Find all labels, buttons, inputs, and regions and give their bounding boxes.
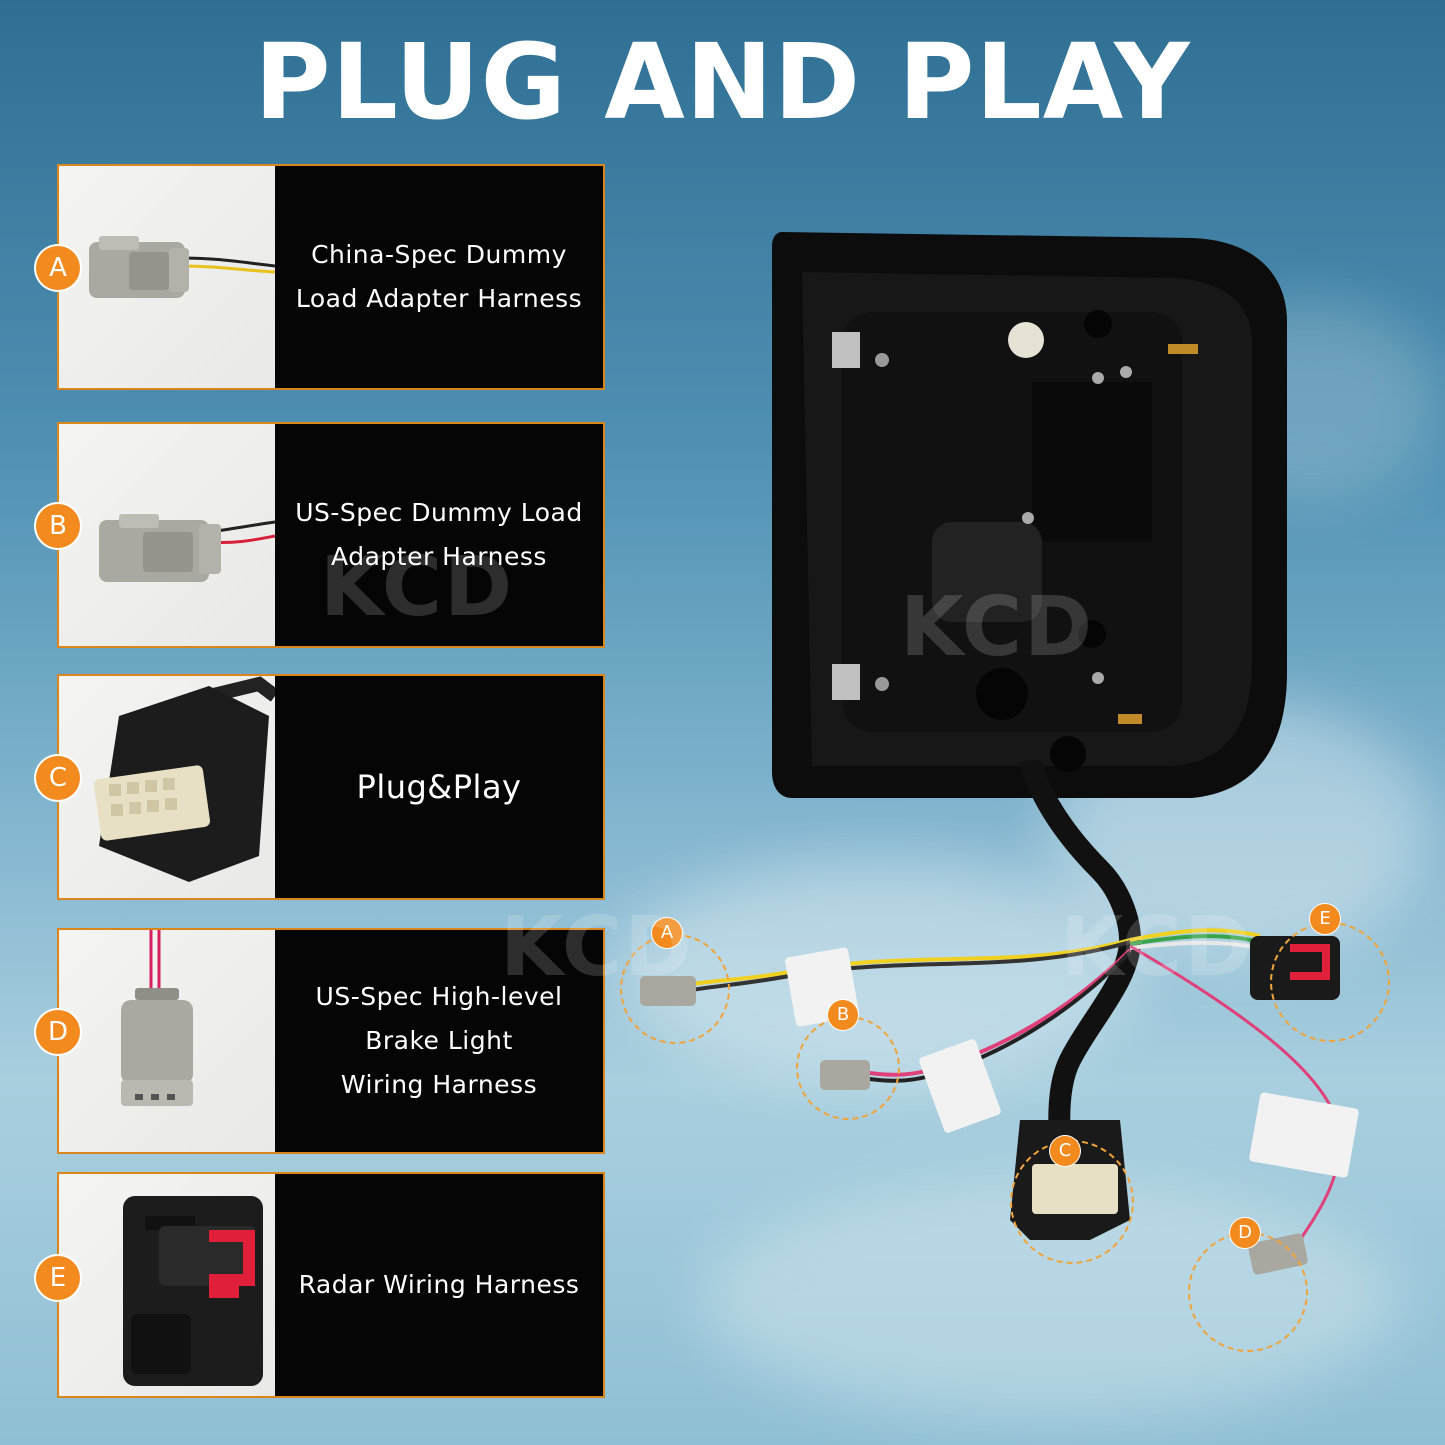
harness-badge-b: B: [828, 1000, 858, 1030]
harness-badge-d: D: [1230, 1218, 1260, 1248]
highlight-circle-d: [1188, 1232, 1308, 1352]
item-label-b: US-Spec Dummy Load Adapter Harness: [295, 498, 583, 571]
watermark-3: KCD: [500, 900, 695, 995]
watermark-1: KCD: [320, 540, 515, 635]
wiring-harness-image: [600, 757, 1400, 1324]
feature-card-d: US-Spec High-level Brake Light Wiring Ha…: [57, 928, 605, 1154]
harness-badge-c: C: [1050, 1136, 1080, 1166]
item-label-a: China-Spec Dummy Load Adapter Harness: [295, 240, 583, 313]
item-label-c: Plug&Play: [356, 768, 522, 806]
highlight-circle-e: [1270, 922, 1390, 1042]
watermark-2: KCD: [900, 580, 1095, 675]
feature-card-e: Radar Wiring Harness: [57, 1172, 605, 1398]
feature-card-b: US-Spec Dummy Load Adapter Harness: [57, 422, 605, 648]
item-label-d: US-Spec High-level Brake Light Wiring Ha…: [315, 982, 563, 1099]
connector-photo-d: [59, 930, 275, 1152]
harness-badge-e: E: [1310, 904, 1340, 934]
page-title: PLUG AND PLAY: [254, 21, 1191, 143]
badge-b: B: [36, 504, 80, 548]
item-label-e: Radar Wiring Harness: [298, 1270, 580, 1299]
badge-e: E: [36, 1256, 80, 1300]
connector-photo-a: [59, 166, 276, 388]
badge-a: A: [36, 246, 80, 290]
watermark-4: KCD: [1060, 900, 1255, 995]
connector-photo-c: [59, 676, 280, 898]
connector-photo-b: [59, 424, 276, 646]
tail-lamp-image: [772, 232, 1302, 806]
harness-badge-a: A: [652, 918, 682, 948]
badge-d: D: [36, 1010, 80, 1054]
connector-photo-e: [59, 1174, 275, 1396]
feature-card-a: China-Spec Dummy Load Adapter Harness: [57, 164, 605, 390]
feature-card-c: Plug&Play: [57, 674, 605, 900]
badge-c: C: [36, 756, 80, 800]
highlight-circle-b: [796, 1016, 900, 1120]
